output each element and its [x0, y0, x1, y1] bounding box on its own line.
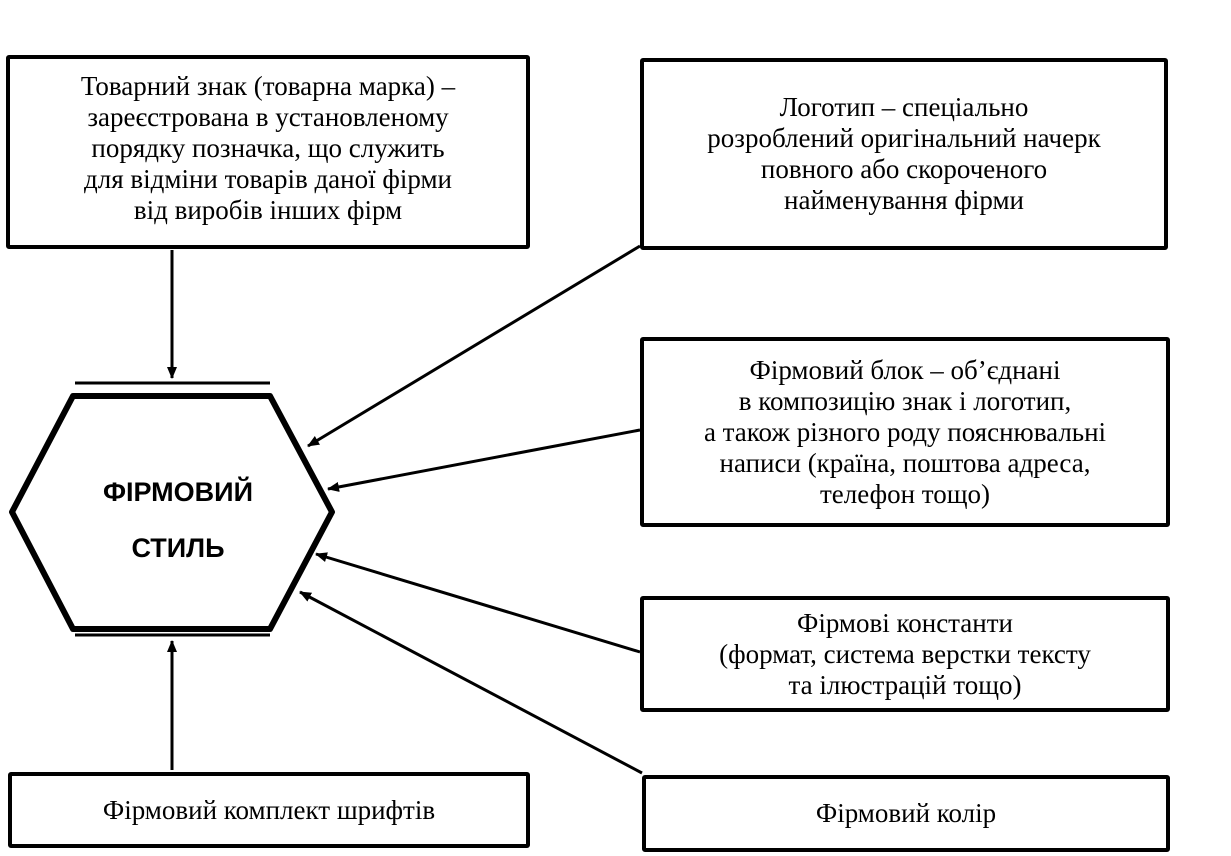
- logo-line: найменування фірми: [784, 185, 1024, 215]
- center-label-line-1: ФІРМОВИЙ: [102, 477, 253, 507]
- trademark-line: зареєстрована в установленому: [87, 102, 449, 132]
- arrow-color-to-center: [299, 590, 643, 775]
- corporate-block-line: а також різного роду пояснювальні: [703, 416, 1107, 447]
- arrow-constants-to-center: [315, 552, 641, 654]
- corporate-constants-box: Фірмові константи (формат, система верст…: [640, 596, 1170, 712]
- center-label-line-2: СТИЛЬ: [131, 533, 225, 563]
- corporate-fonts-line: Фірмовий комплект шрифтів: [102, 794, 436, 825]
- corporate-block-line: телефон тощо): [820, 478, 990, 509]
- corporate-color-line: Фірмовий колір: [815, 798, 997, 828]
- trademark-box: Товарний знак (товарна марка) – зареєстр…: [6, 55, 530, 249]
- corporate-fonts-box: Фірмовий комплект шрифтів: [8, 772, 530, 848]
- logo-line: Логотип – спеціально: [779, 92, 1029, 122]
- corporate-constants-line: Фірмові константи: [796, 607, 1013, 638]
- trademark-line: від виробів інших фірм: [133, 195, 403, 225]
- central-hexagon: [9, 393, 335, 632]
- corporate-block-line: в композицію знак і логотип,: [738, 385, 1072, 416]
- trademark-line: Товарний знак (товарна марка) –: [80, 71, 456, 101]
- trademark-line: порядку позначка, що служить: [91, 133, 445, 163]
- arrow-logo-to-center: [307, 244, 641, 448]
- logo-box: Логотип – спеціально розроблений оригіна…: [640, 58, 1168, 250]
- logo-line: повного або скороченого: [760, 154, 1048, 184]
- corporate-block-line: написи (країна, поштова адреса,: [719, 447, 1091, 478]
- corporate-constants-line: (формат, система верстки тексту: [719, 638, 1091, 669]
- corporate-color-box: Фірмовий колір: [642, 775, 1170, 852]
- trademark-line: для відміни товарів даної фірми: [84, 164, 452, 194]
- logo-line: розроблений оригінальний начерк: [707, 123, 1101, 153]
- arrow-block-to-center: [327, 428, 641, 492]
- corporate-block-line: Фірмовий блок – об’єднані: [749, 354, 1061, 385]
- corporate-constants-line: та ілюстрацій тощо): [788, 669, 1022, 700]
- center-label: ФІРМОВИЙ СТИЛЬ: [60, 464, 296, 576]
- corporate-block-box: Фірмовий блок – об’єднані в композицію з…: [640, 337, 1170, 527]
